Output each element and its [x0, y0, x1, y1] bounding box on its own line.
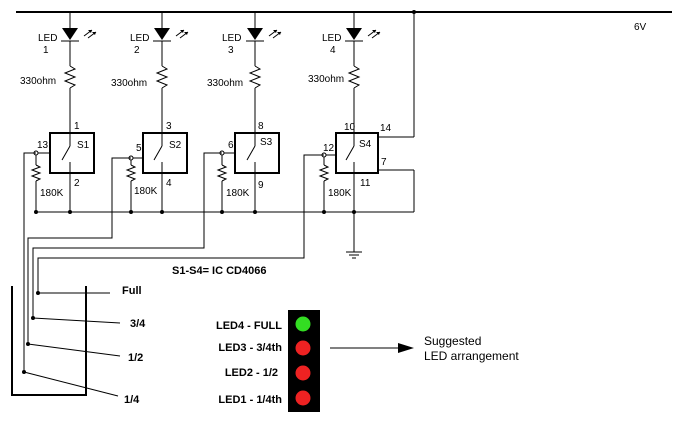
pulldown-1-label: 180K — [40, 188, 64, 199]
resistor-2 — [155, 65, 169, 89]
panel-led-3 — [294, 339, 312, 357]
suggestion-note-line2: LED arrangement — [424, 349, 519, 363]
channel-2: LED 2 330ohm S2 5 3 4 180K — [111, 12, 189, 212]
resistor-3 — [248, 65, 262, 89]
panel-row-label: LED1 - 1/4th — [218, 394, 282, 406]
switch-s1-pin-control: 13 — [37, 140, 49, 151]
led-panel — [288, 310, 320, 412]
resistor-4-label: 330ohm — [308, 74, 344, 85]
resistor-3-label: 330ohm — [207, 78, 243, 89]
switch-s4-pin-out: 11 — [360, 178, 371, 189]
switch-s2-contact-icon — [153, 145, 163, 161]
panel-row-label: LED3 - 3/4th — [218, 342, 282, 354]
led-3-number: 3 — [228, 45, 234, 56]
pulldown-2-label: 180K — [134, 186, 158, 197]
led-4-diode-icon — [346, 28, 362, 40]
ic-label: S1-S4= IC CD4066 — [172, 265, 266, 277]
switch-s3 — [234, 132, 280, 174]
resistor-2-label: 330ohm — [111, 78, 147, 89]
switch-s3-label: S3 — [260, 137, 273, 148]
ground-icon — [346, 251, 362, 259]
led-1-number: 1 — [43, 45, 49, 56]
switch-s3-contact-icon — [246, 145, 256, 161]
led-4-name: LED — [322, 33, 341, 44]
switch-s4-pin-vss: 7 — [381, 157, 387, 168]
panel-row-label: LED4 - FULL — [216, 320, 282, 332]
suggestion-note-line1: Suggested — [424, 334, 481, 348]
switch-s2 — [142, 132, 188, 174]
switch-s1-pin-in: 1 — [74, 121, 80, 132]
level-half-label: 1/2 — [128, 352, 143, 364]
switch-s4-pin-control: 12 — [323, 143, 335, 154]
switch-s2-pin-out: 4 — [166, 178, 172, 189]
switch-s1-pin-out: 2 — [74, 178, 80, 189]
panel-led-1 — [294, 389, 312, 407]
pulldown-3-label: 180K — [226, 188, 250, 199]
channel-3: LED 3 330ohm S3 6 8 9 180K — [207, 12, 282, 212]
led-2-number: 2 — [134, 45, 140, 56]
level-full-label: Full — [122, 285, 142, 297]
switch-s1-label: S1 — [77, 140, 90, 151]
channel-4: LED 4 330ohm S4 12 10 11 14 7 180K — [308, 10, 416, 259]
resistor-4 — [347, 65, 361, 89]
switch-s2-pin-in: 3 — [166, 121, 172, 132]
pulldown-resistor-2 — [125, 164, 137, 182]
switch-s4-pin-vdd: 14 — [380, 123, 392, 134]
switch-s3-pin-out: 9 — [258, 180, 264, 191]
led-1-diode-icon — [62, 28, 78, 40]
panel-row-label: LED2 - 1/2 — [225, 367, 278, 379]
probe-wiring — [23, 152, 324, 372]
switch-s4 — [335, 132, 379, 174]
switch-s4-contact-icon — [345, 145, 355, 161]
supply-label: 6V — [634, 22, 647, 33]
pulldown-4-label: 180K — [328, 188, 352, 199]
switch-s1-contact-icon — [61, 145, 71, 161]
led-3-diode-icon — [247, 28, 263, 40]
pulldown-resistor-1 — [30, 164, 42, 182]
switch-s3-pin-in: 8 — [258, 121, 264, 132]
led-4-number: 4 — [330, 45, 336, 56]
water-tank — [11, 286, 121, 397]
channel-1: LED 1 330ohm S1 13 1 2 180K — [20, 12, 97, 212]
switch-s4-label: S4 — [359, 139, 372, 150]
led-2-name: LED — [130, 33, 149, 44]
level-quarter-label: 1/4 — [124, 394, 140, 406]
led-1-name: LED — [38, 33, 57, 44]
resistor-1-label: 330ohm — [20, 76, 56, 87]
pulldown-resistor-4 — [318, 164, 330, 182]
led-2-diode-icon — [154, 28, 170, 40]
switch-s2-label: S2 — [169, 140, 182, 151]
resistor-1 — [63, 65, 77, 89]
panel-led-2 — [294, 364, 312, 382]
panel-led-4 — [294, 315, 312, 333]
switch-s3-pin-control: 6 — [228, 140, 234, 151]
switch-s4-pin-in: 10 — [344, 122, 356, 133]
led-3-name: LED — [222, 33, 241, 44]
switch-s1 — [49, 132, 95, 174]
switch-s2-pin-control: 5 — [136, 143, 142, 154]
pulldown-resistor-3 — [216, 164, 228, 182]
level-three-quarter-label: 3/4 — [130, 318, 146, 330]
